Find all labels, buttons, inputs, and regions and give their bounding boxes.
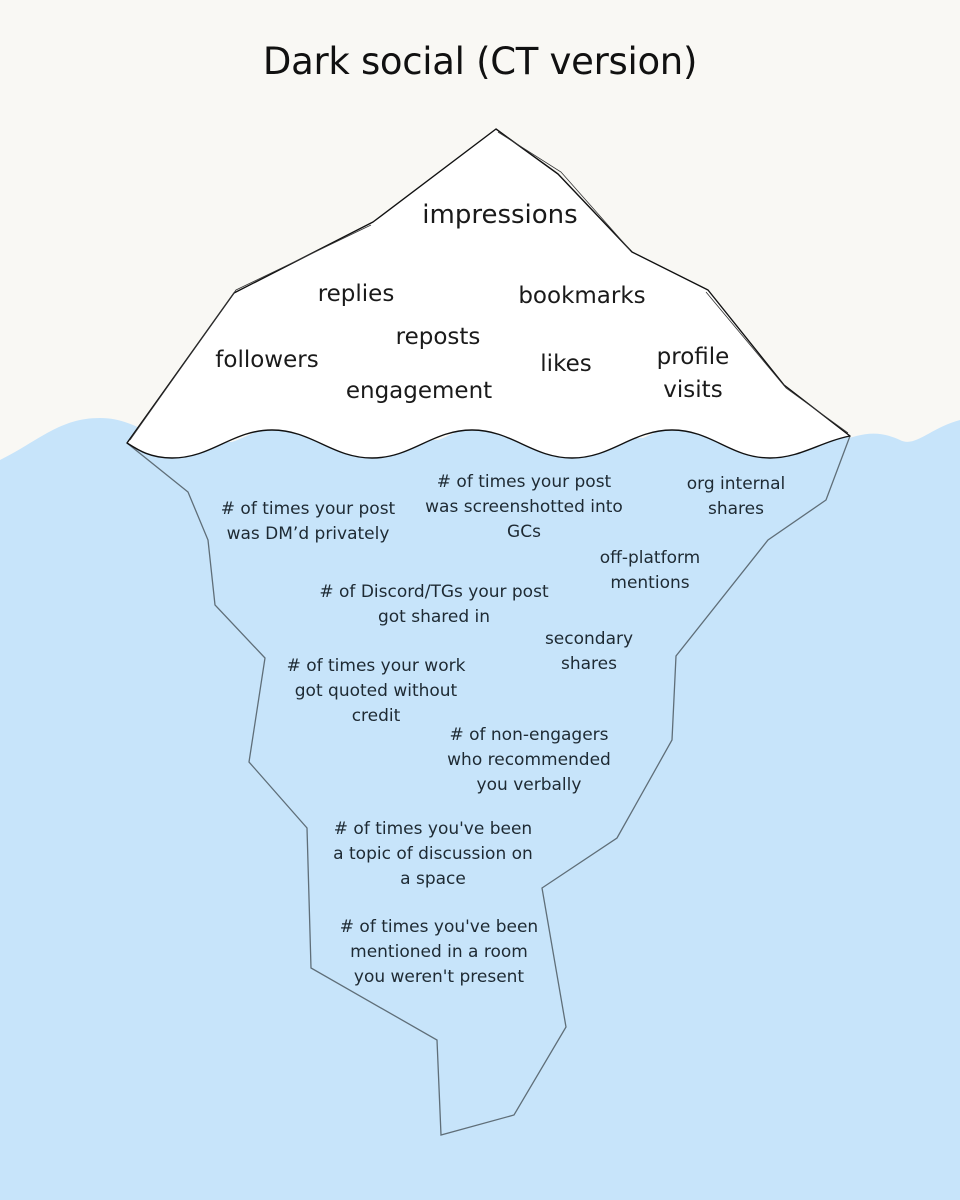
label-screenshotted: # of times your post was screenshotted i… <box>425 472 623 542</box>
label-reposts: reposts <box>395 324 481 350</box>
diagram-title: Dark social (CT version) <box>262 40 698 83</box>
iceberg-top <box>126 128 851 459</box>
iceberg-underwater <box>126 435 851 1136</box>
label-secondary: secondary shares <box>544 629 634 674</box>
label-dm-privately: # of times your post was DM’d privately <box>220 499 396 544</box>
iceberg-top-sketch <box>129 131 849 441</box>
label-bookmarks: bookmarks <box>518 283 646 309</box>
label-profile-visits: profile visits <box>656 344 730 403</box>
label-discord-tgs: # of Discord/TGs your post got shared in <box>319 582 549 627</box>
label-engagement: engagement <box>345 378 493 404</box>
label-followers: followers <box>215 347 319 373</box>
label-quoted-without-credit: # of times your work got quoted without … <box>286 656 466 726</box>
label-space-topic: # of times you've been a topic of discus… <box>333 819 533 889</box>
label-likes: likes <box>540 351 592 377</box>
label-mentioned-in-room: # of times you've been mentioned in a ro… <box>339 917 539 987</box>
label-off-platform: off-platform mentions <box>599 548 701 593</box>
label-org-internal: org internal shares <box>686 474 786 519</box>
label-replies: replies <box>317 281 395 307</box>
label-non-engagers: # of non-engagers who recommended you ve… <box>447 725 611 795</box>
label-impressions: impressions <box>422 200 578 230</box>
